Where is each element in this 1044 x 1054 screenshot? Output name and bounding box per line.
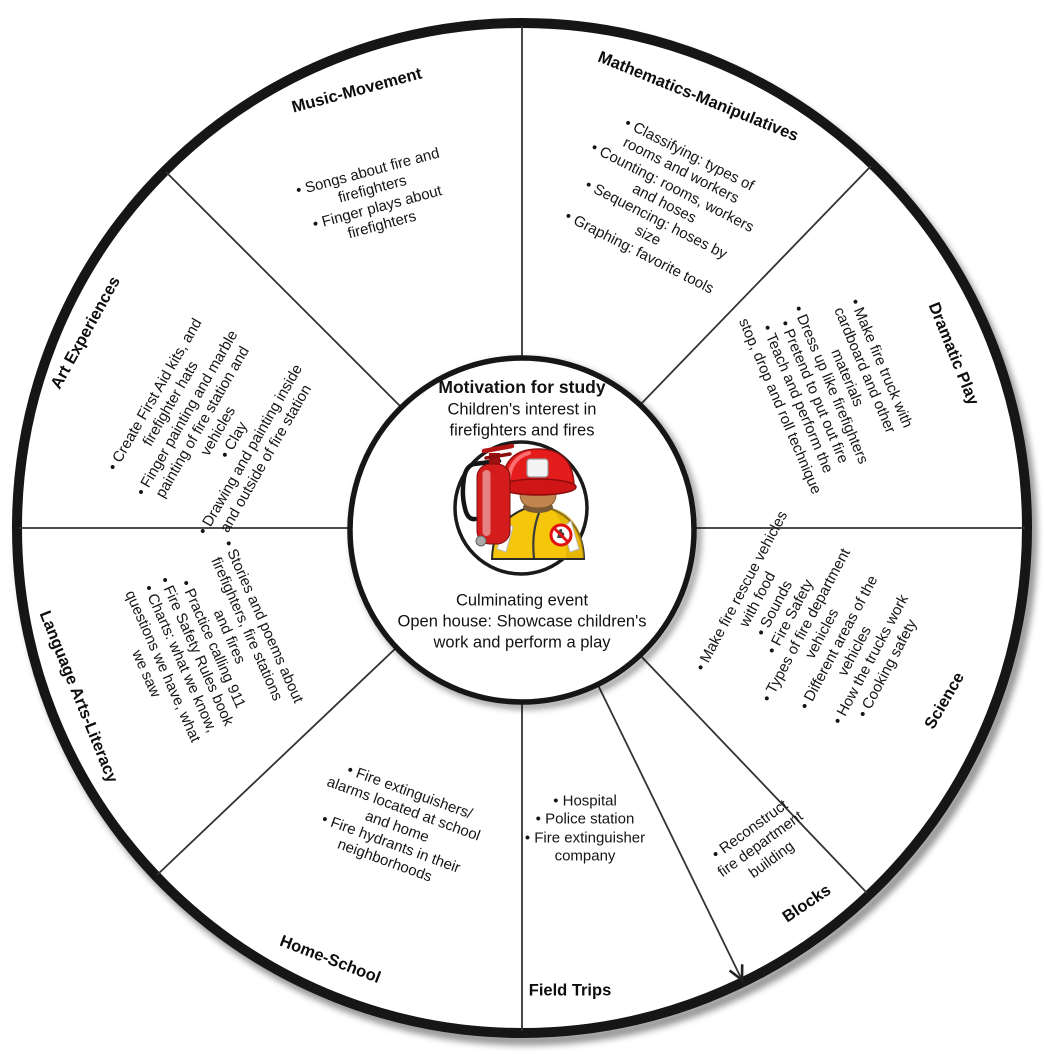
divider-math-dramatic xyxy=(640,165,872,405)
fire-extinguisher-icon xyxy=(460,443,515,547)
motivation-heading: Motivation for study xyxy=(438,377,606,398)
divider-science-blocks xyxy=(638,653,868,894)
arrowhead xyxy=(728,964,744,983)
helmet-badge xyxy=(526,458,549,478)
divider-home-language xyxy=(156,646,398,876)
extinguisher-highlight xyxy=(482,470,491,536)
bullet-item: Police station xyxy=(519,811,651,829)
firefighter-figure xyxy=(490,448,586,560)
segment-dividers xyxy=(19,26,1025,1031)
bullet-item: Fire extinguisher company xyxy=(519,829,651,866)
extinguisher-lever xyxy=(484,452,512,460)
helmet-brim xyxy=(499,478,577,496)
motivation-text: Children's interest in firefighters and … xyxy=(447,400,597,439)
bullet-item: Hospital xyxy=(519,792,651,810)
divider-art-music xyxy=(165,171,401,407)
culminating-text: Open house: Showcase children's work and… xyxy=(397,612,647,651)
no-fire-slash xyxy=(552,526,570,544)
extinguisher-hose xyxy=(460,458,502,522)
extinguisher-handle xyxy=(481,443,515,454)
segment-label-field-trips: Field Trips xyxy=(528,981,612,1000)
firefighter-icon xyxy=(453,440,589,576)
extinguisher-gauge xyxy=(475,535,487,547)
segment-items-field-trips: HospitalPolice stationFire extinguisher … xyxy=(519,792,651,865)
culminating-heading: Culminating event xyxy=(455,591,589,610)
divider-blocks-fieldtrips-arrow xyxy=(596,682,743,981)
extinguisher-neck xyxy=(489,453,500,466)
extinguisher-body xyxy=(476,463,511,545)
